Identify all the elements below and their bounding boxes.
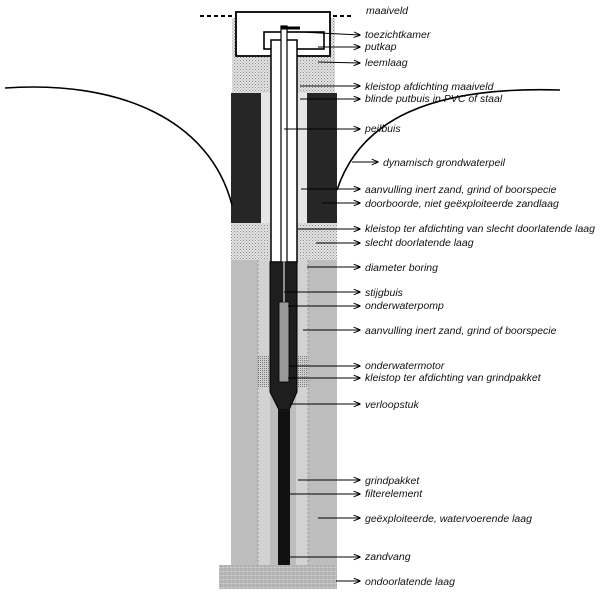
- label-peilbuis: peilbuis: [364, 123, 401, 135]
- label-arrows: [284, 32, 378, 581]
- peilbuis-tube: [280, 25, 288, 265]
- label-verloopstuk: verloopstuk: [365, 399, 419, 411]
- aanvulling-upper-left: [261, 93, 271, 223]
- label-blinde-putbuis: blinde putbuis in PVC of staal: [365, 93, 503, 105]
- label-onderwatermotor: onderwatermotor: [365, 360, 445, 372]
- zandlaag-right-block: [307, 93, 337, 223]
- label-grindpakket: grindpakket: [365, 475, 420, 487]
- label-slecht-doorlatende-laag: slecht doorlatende laag: [365, 237, 474, 249]
- label-dynamisch-grondwaterpeil: dynamisch grondwaterpeil: [383, 157, 506, 169]
- labels: maaiveld toezichtkamer putkap leemlaag k…: [364, 5, 595, 588]
- ondoorlatende-laag-zone: [219, 565, 337, 589]
- label-diameter-boring: diameter boring: [365, 262, 438, 274]
- label-ondoorlatende-laag: ondoorlatende laag: [365, 576, 455, 588]
- label-aanvulling-1: aanvulling inert zand, grind of boorspec…: [365, 184, 557, 196]
- label-maaiveld: maaiveld: [366, 5, 409, 17]
- label-doorboorde-zandlaag: doorboorde, niet geëxploiteerde zandlaag: [365, 198, 559, 210]
- label-stijgbuis: stijgbuis: [365, 287, 404, 299]
- label-leemlaag: leemlaag: [365, 57, 408, 69]
- label-kleistop-slecht: kleistop ter afdichting van slecht doorl…: [365, 223, 595, 235]
- zandlaag-left-block: [231, 93, 261, 223]
- grind-inner-left: [258, 260, 270, 565]
- groundwater-curve-left: [4, 86, 233, 206]
- groundwater-curve-right: [336, 88, 561, 191]
- grind-inner-right: [296, 260, 308, 565]
- aanvulling-upper-right: [297, 93, 307, 223]
- label-geexploiteerde-laag: geëxploiteerde, watervoerende laag: [365, 513, 532, 525]
- label-zandvang: zandvang: [364, 551, 411, 563]
- filterelement-tube: [278, 410, 290, 565]
- label-putkap: putkap: [364, 41, 397, 53]
- label-kleistop-grindpakket: kleistop ter afdichting van grindpakket: [365, 372, 542, 384]
- label-kleistop-maaiveld: kleistop afdichting maaiveld: [365, 81, 495, 93]
- label-onderwaterpomp: onderwaterpomp: [365, 300, 444, 312]
- label-filterelement: filterelement: [365, 488, 423, 500]
- label-aanvulling-2: aanvulling inert zand, grind of boorspec…: [365, 325, 557, 337]
- onderwaterpomp-body: [278, 301, 290, 383]
- label-toezichtkamer: toezichtkamer: [365, 29, 431, 41]
